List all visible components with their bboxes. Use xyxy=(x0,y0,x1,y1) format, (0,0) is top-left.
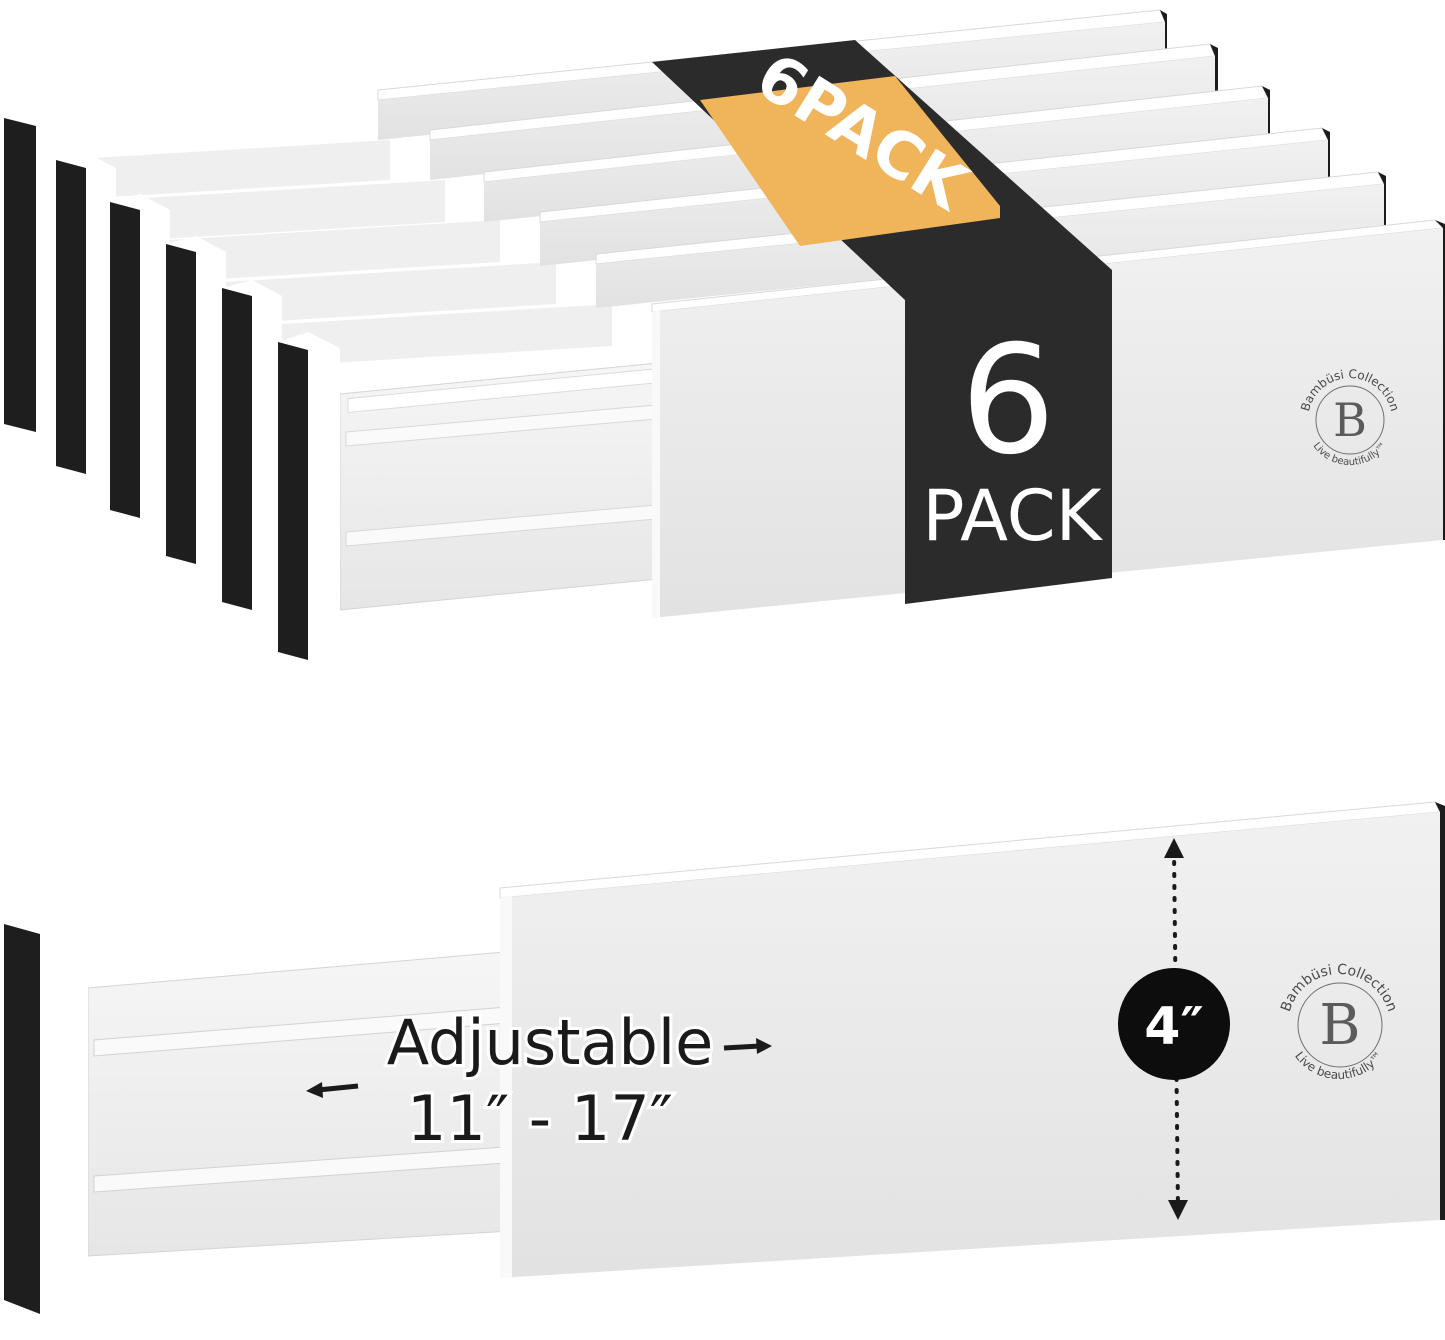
stacked-divider-6-front xyxy=(278,219,1445,660)
left-arrow-icon xyxy=(306,1082,359,1098)
up-arrow-icon xyxy=(1164,838,1184,858)
foot-pad xyxy=(4,118,36,432)
brand-monogram-single: B xyxy=(1319,993,1360,1058)
down-arrow-icon xyxy=(1168,1200,1188,1220)
foot-pad xyxy=(166,244,196,564)
pack-band: 6PACK 6 PACK xyxy=(652,39,1112,604)
brand-monogram: B xyxy=(1333,393,1367,447)
divider-stack: 6PACK 6 PACK B Bambüsi Collection Live b… xyxy=(4,9,1445,660)
foot-pad xyxy=(56,160,86,474)
foot-pad xyxy=(222,288,252,610)
orange-label xyxy=(700,76,1000,246)
height-label: 4″ xyxy=(1144,997,1203,1057)
foot-pad xyxy=(4,924,40,1314)
adjustable-label: Adjustable xyxy=(387,1006,714,1079)
foot-pad xyxy=(278,342,308,660)
single-divider: Adjustable 11″ - 17″ 4″ B Bambüsi Collec… xyxy=(4,801,1445,1314)
right-arrow-icon xyxy=(723,1038,772,1054)
pack-word: PACK xyxy=(922,475,1103,557)
foot-pad xyxy=(110,202,140,518)
height-dimension: 4″ xyxy=(1118,838,1230,1220)
height-badge xyxy=(1118,968,1230,1080)
big-pack-number: 6 xyxy=(960,314,1055,488)
range-label: 11″ - 17″ xyxy=(407,1082,673,1155)
